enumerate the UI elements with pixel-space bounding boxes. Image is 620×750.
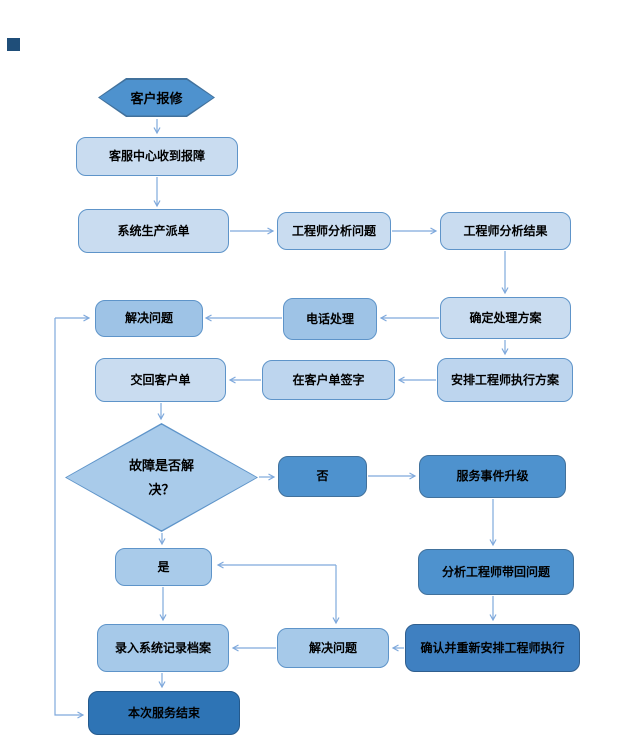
node-start: 客户报修: [98, 78, 215, 117]
node-analyze-problem: 工程师分析问题: [277, 212, 391, 250]
node-phone-handle: 电话处理: [283, 298, 377, 340]
node-label: 分析工程师带回问题: [441, 564, 550, 579]
node-no: 否: [278, 456, 367, 497]
node-rearrange: 确认并重新安排工程师执行: [405, 624, 580, 672]
node-label: 是: [157, 559, 170, 574]
node-label: 工程师分析问题: [291, 223, 376, 238]
node-bring-back: 分析工程师带回问题: [418, 549, 574, 595]
node-label: 在客户单签字: [292, 372, 365, 387]
node-receive: 客服中心收到报障: [76, 137, 238, 176]
node-arrange-engineer: 安排工程师执行方案: [437, 358, 573, 402]
node-label: 故障是否解决？: [128, 458, 194, 497]
node-analyze-result: 工程师分析结果: [440, 212, 571, 250]
node-sign-order: 在客户单签字: [262, 360, 395, 400]
page-corner-marker: [7, 38, 20, 51]
node-label: 客户报修: [130, 91, 183, 106]
node-solve-problem-2: 解决问题: [277, 628, 389, 668]
node-end: 本次服务结束: [88, 691, 240, 735]
node-label: 安排工程师执行方案: [450, 372, 559, 387]
node-label: 本次服务结束: [127, 705, 200, 720]
node-label: 系统生产派单: [117, 223, 190, 238]
hexagon-shape: [99, 79, 214, 116]
node-confirm-plan: 确定处理方案: [440, 297, 571, 339]
node-label: 录入系统记录档案: [114, 640, 211, 655]
node-label: 确认并重新安排工程师执行: [420, 640, 565, 655]
node-label: 确定处理方案: [469, 310, 542, 325]
node-label: 客服中心收到报障: [108, 149, 205, 163]
node-label: 工程师分析结果: [463, 223, 548, 238]
node-dispatch: 系统生产派单: [78, 209, 229, 253]
node-return-order: 交回客户单: [95, 358, 226, 402]
node-label: 解决问题: [124, 311, 173, 325]
node-solve-problem: 解决问题: [95, 300, 203, 337]
node-escalate: 服务事件升级: [419, 455, 566, 498]
node-label: 服务事件升级: [456, 469, 529, 483]
node-label: 解决问题: [308, 640, 357, 655]
node-yes: 是: [115, 548, 212, 586]
node-label: 电话处理: [305, 311, 354, 326]
node-record-archive: 录入系统记录档案: [97, 624, 229, 672]
node-label: 交回客户单: [130, 372, 191, 387]
node-label: 否: [316, 469, 329, 483]
